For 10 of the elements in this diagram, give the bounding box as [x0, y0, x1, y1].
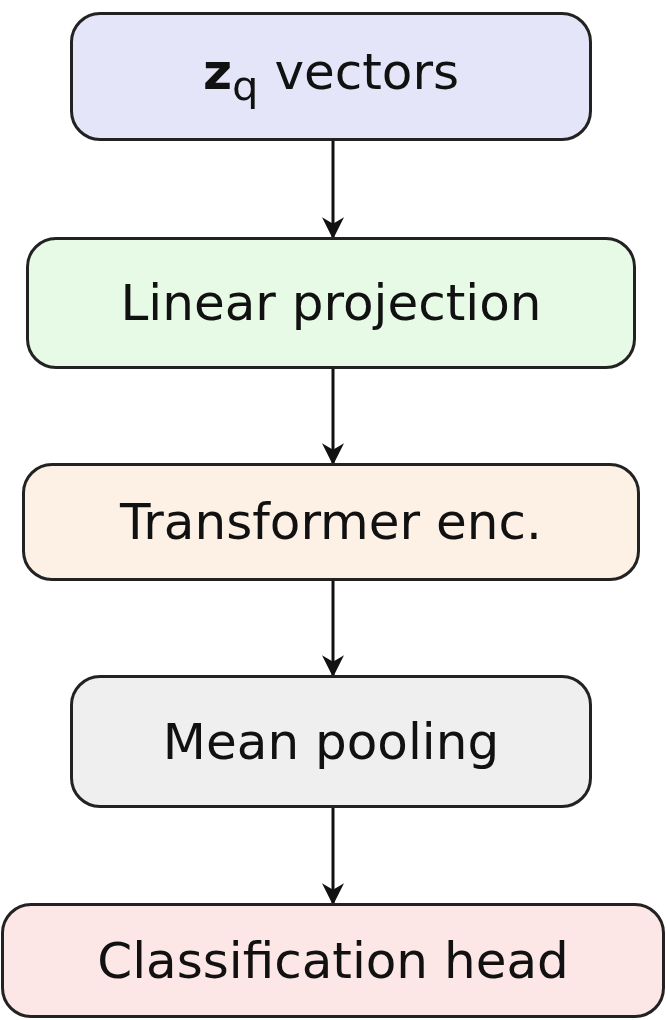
- process-box: [26, 237, 636, 369]
- node-label: Linear projection: [120, 274, 542, 332]
- node-label: Mean pooling: [162, 712, 500, 771]
- process-box: [1, 903, 665, 1018]
- process-box: [70, 675, 592, 808]
- process-box: [22, 463, 640, 581]
- node-label: Classification head: [97, 931, 569, 990]
- process-box: [70, 12, 592, 141]
- node-label: z$_{q}$ vectors: [202, 43, 460, 110]
- node-label: Transformer enc.: [120, 493, 542, 551]
